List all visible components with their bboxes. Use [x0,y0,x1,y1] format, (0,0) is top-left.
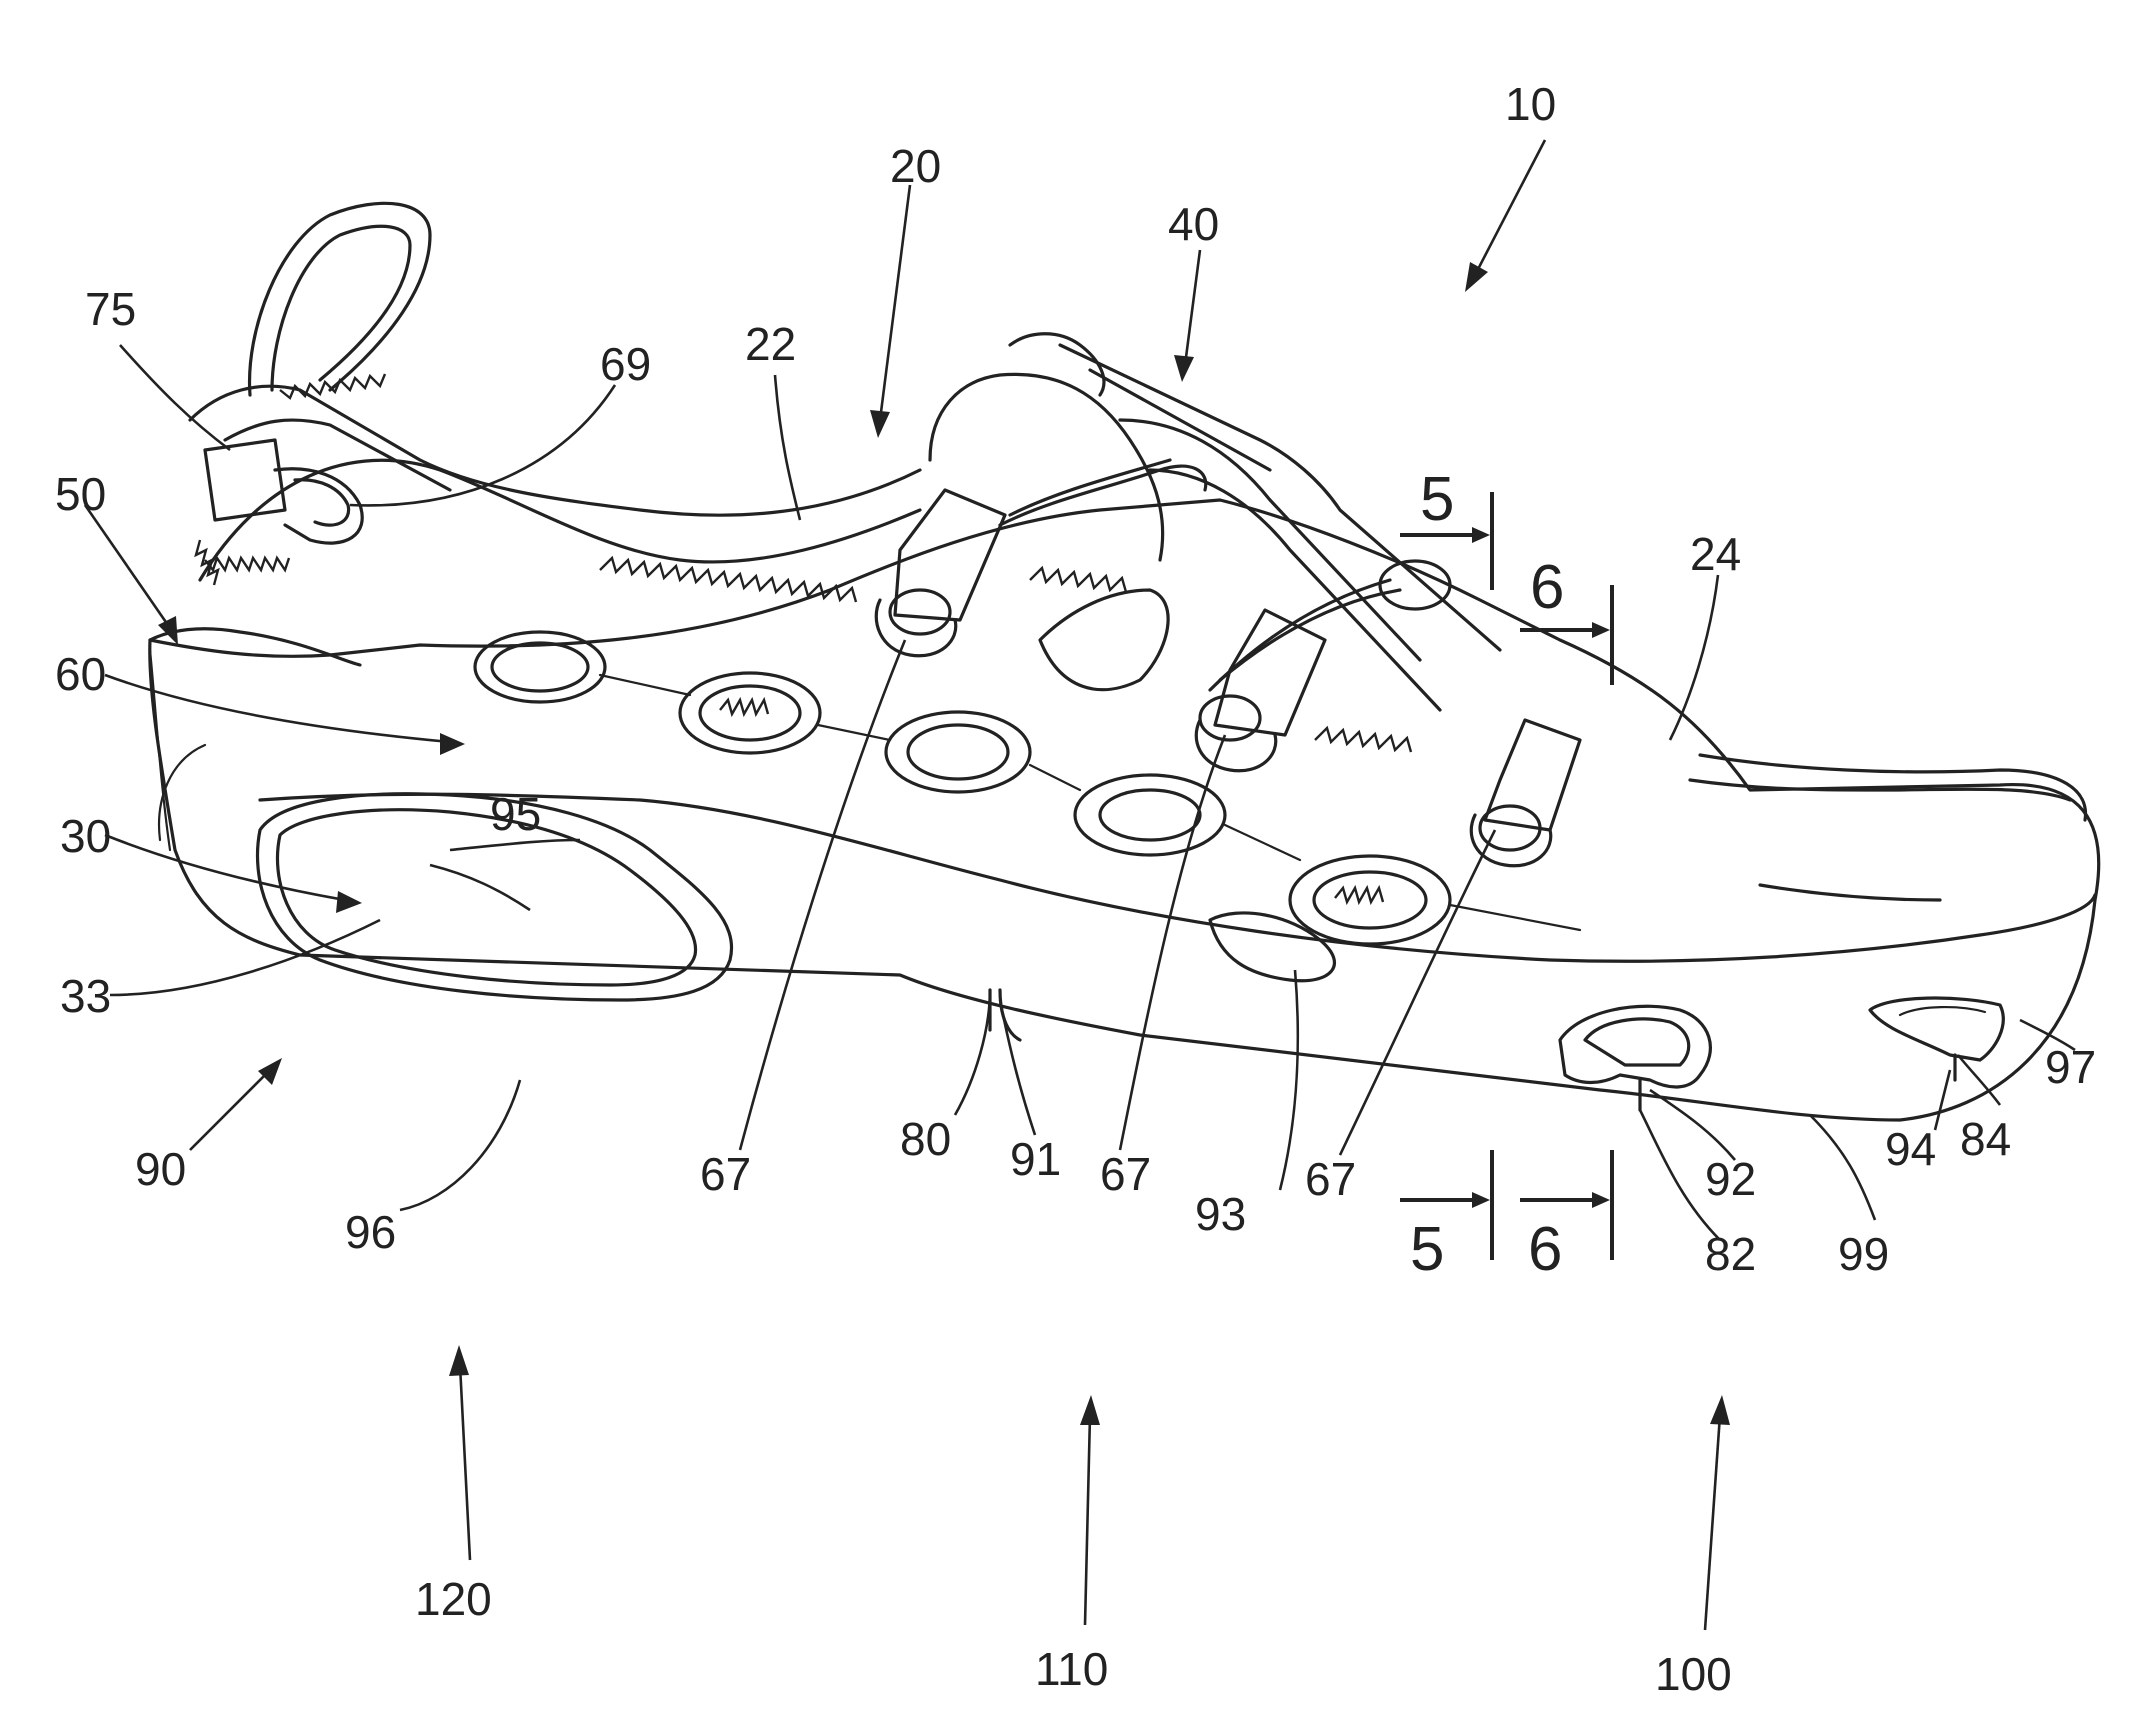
section-5-bottom: 5 [1410,1215,1444,1284]
section-6-top: 6 [1530,553,1564,622]
label-120: 120 [415,1573,492,1625]
lace-tabs [876,490,1580,866]
label-67-a: 67 [700,1148,751,1200]
label-20: 20 [890,140,941,192]
label-90: 90 [135,1143,186,1195]
label-93: 93 [1195,1188,1246,1240]
label-75: 75 [85,283,136,335]
label-96: 96 [345,1206,396,1258]
lacing-system [930,334,1500,752]
midsole-cutouts [258,794,2004,1110]
label-99: 99 [1838,1228,1889,1280]
label-67-c: 67 [1305,1153,1356,1205]
label-94: 94 [1885,1123,1936,1175]
label-22: 22 [745,318,796,370]
section-markers: 5 6 5 6 [1400,465,1612,1284]
label-82: 82 [1705,1228,1756,1280]
label-67-b: 67 [1100,1148,1151,1200]
label-33: 33 [60,970,111,1022]
heel-strap [205,440,362,543]
heel-stitching [196,374,385,585]
label-110: 110 [1035,1643,1108,1695]
label-80: 80 [900,1113,951,1165]
label-92: 92 [1705,1153,1756,1205]
label-40: 40 [1168,198,1219,250]
label-95: 95 [490,788,541,840]
label-10: 10 [1505,78,1556,130]
label-24: 24 [1690,528,1741,580]
section-5-top: 5 [1420,465,1454,534]
label-69: 69 [600,338,651,390]
label-100: 100 [1655,1648,1732,1700]
label-50: 50 [55,468,106,520]
label-60: 60 [55,648,106,700]
heel-pull-loop [250,203,430,395]
label-91: 91 [1010,1133,1061,1185]
leader-lines [85,140,2075,1630]
label-30: 30 [60,810,111,862]
label-84: 84 [1960,1113,2011,1165]
label-97: 97 [2045,1041,2096,1093]
section-6-bottom: 6 [1528,1215,1562,1284]
